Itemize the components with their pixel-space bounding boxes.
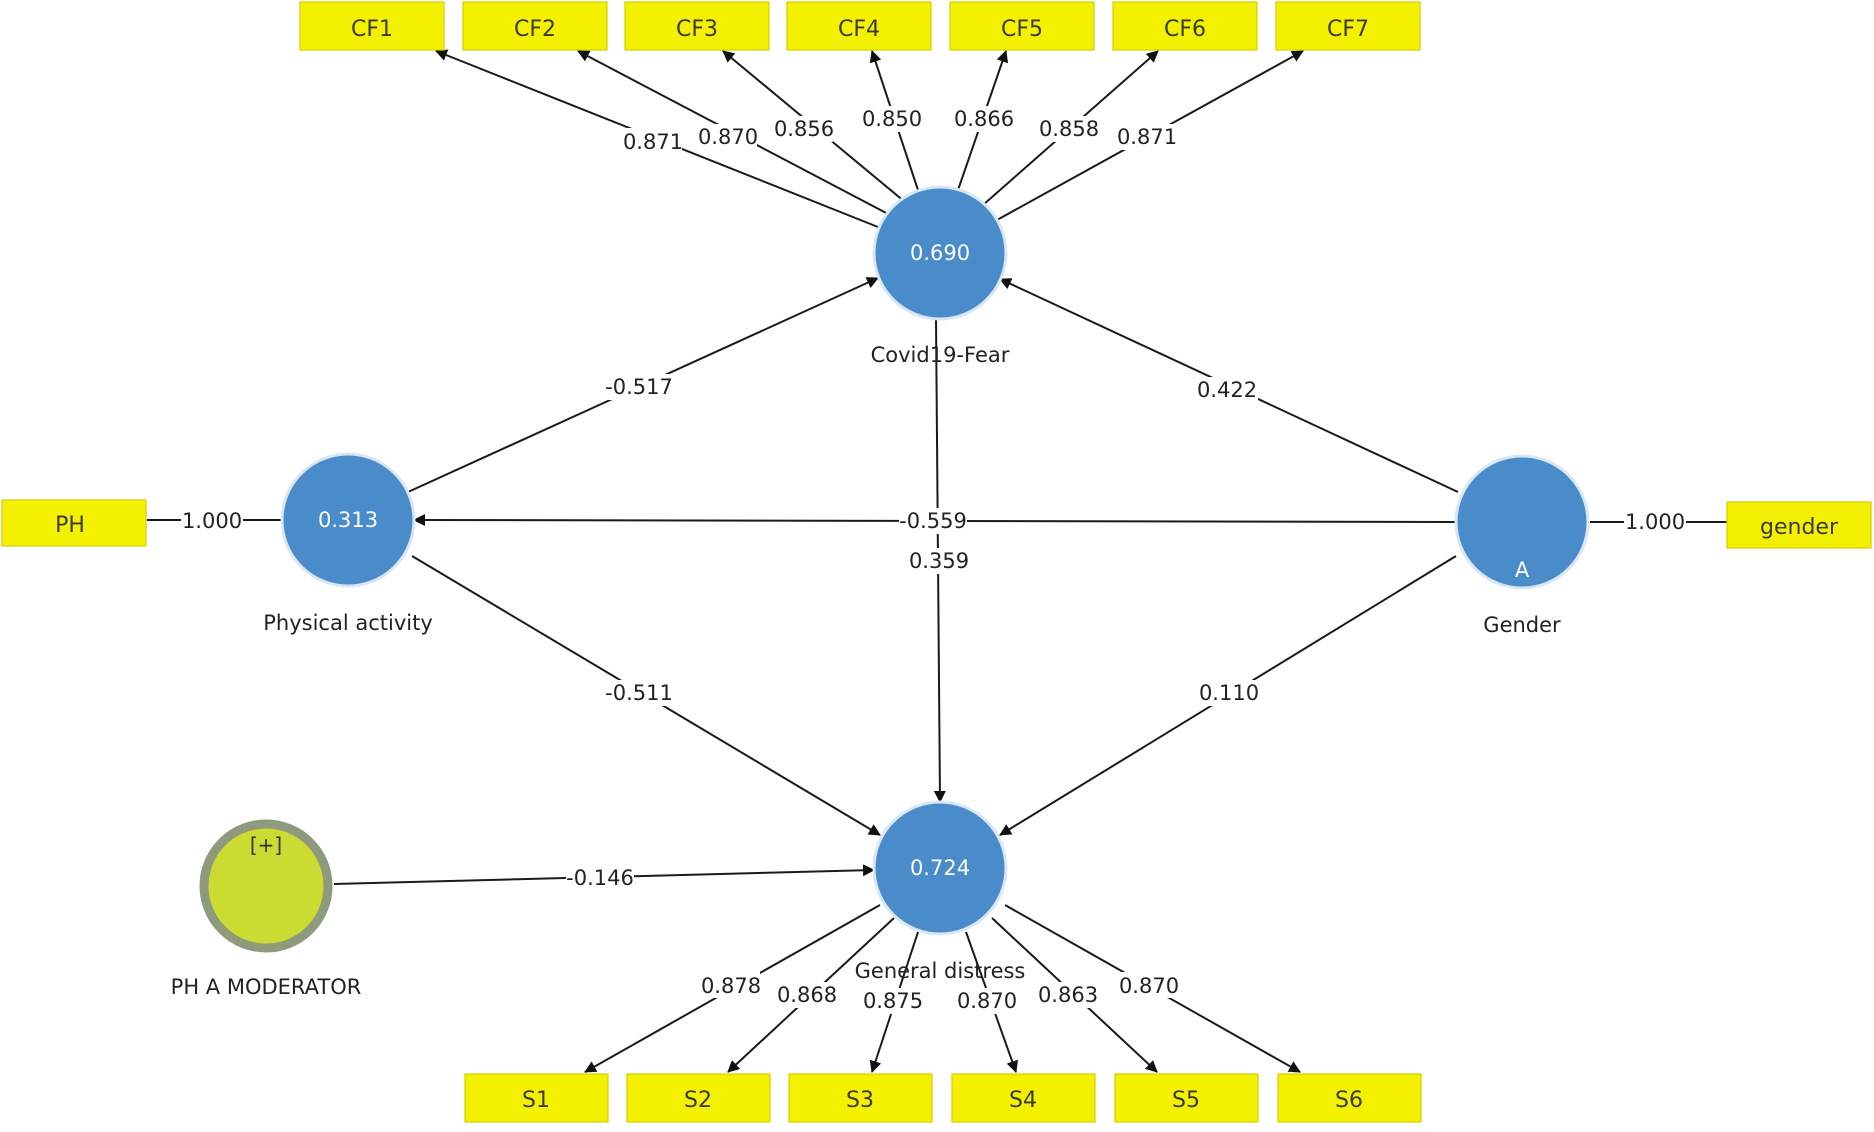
loading-label-s2: 0.868: [777, 983, 837, 1007]
indicator-s5[interactable]: S5: [1114, 1073, 1259, 1123]
construct-gender[interactable]: A Gender: [1454, 454, 1590, 637]
covid19-fear-label: Covid19-Fear: [871, 343, 1010, 367]
loading-label-cf7: 0.871: [1117, 125, 1177, 149]
loading-label-s3: 0.875: [863, 989, 923, 1013]
physical-activity-label: Physical activity: [263, 611, 433, 635]
indicator-cf4-label: CF4: [838, 17, 880, 42]
physical-activity-r2-value: 0.313: [318, 508, 378, 532]
loading-label-s1: 0.878: [701, 974, 761, 998]
indicator-gender[interactable]: gender: [1726, 501, 1872, 549]
indicator-cf1[interactable]: CF1: [299, 1, 445, 51]
general-distress-label: General distress: [855, 959, 1026, 983]
indicator-cf7-label: CF7: [1327, 17, 1369, 42]
loading-label-gender: 1.000: [1625, 510, 1685, 534]
fear-loading-labels: 0.871 0.870 0.856 0.850 0.866 0.858 0.87…: [623, 106, 1177, 154]
loading-label-cf1: 0.871: [623, 130, 683, 154]
loading-label-s4: 0.870: [957, 989, 1017, 1013]
indicator-ph[interactable]: PH: [1, 499, 147, 547]
structural-path-edges: [333, 277, 1459, 885]
path-label-fear-to-distress: 0.359: [909, 549, 969, 573]
loading-label-cf5: 0.866: [954, 107, 1014, 131]
indicator-s6-label: S6: [1335, 1088, 1363, 1113]
indicator-s2-label: S2: [684, 1088, 712, 1113]
path-coefficient-labels: -0.517 0.422 -0.559 0.359 -0.511 0.110 -…: [181, 374, 1686, 891]
loading-label-ph: 1.000: [182, 509, 242, 533]
indicator-cf4[interactable]: CF4: [786, 1, 932, 51]
indicator-s1-label: S1: [522, 1088, 550, 1113]
indicator-cf2-label: CF2: [514, 17, 556, 42]
loading-label-cf6: 0.858: [1039, 117, 1099, 141]
moderator-expand-tag[interactable]: [+]: [250, 833, 282, 857]
construct-covid19-fear[interactable]: 0.690 Covid19-Fear: [871, 185, 1010, 367]
indicator-cf1-label: CF1: [351, 17, 393, 42]
indicator-s5-label: S5: [1172, 1088, 1200, 1113]
path-label-gender-to-distress: 0.110: [1199, 681, 1259, 705]
indicator-s2[interactable]: S2: [626, 1073, 771, 1123]
loading-label-cf3: 0.856: [774, 117, 834, 141]
indicator-cf6-label: CF6: [1164, 17, 1206, 42]
loading-label-s6: 0.870: [1119, 974, 1179, 998]
indicator-s3-label: S3: [846, 1088, 874, 1113]
indicator-ph-label: PH: [55, 513, 85, 538]
moderator-label: PH A MODERATOR: [171, 975, 362, 999]
construct-physical-activity[interactable]: 0.313 Physical activity: [263, 452, 433, 635]
path-label-physical-to-distress: -0.511: [605, 681, 673, 705]
indicator-cf5[interactable]: CF5: [949, 1, 1095, 51]
construct-general-distress[interactable]: 0.724 General distress: [855, 800, 1026, 983]
path-label-gender-to-physical: -0.559: [899, 509, 967, 533]
indicator-s6[interactable]: S6: [1277, 1073, 1422, 1123]
gender-marker: A: [1515, 558, 1530, 582]
loading-label-s5: 0.863: [1038, 983, 1098, 1007]
path-label-physical-to-fear: -0.517: [605, 375, 673, 399]
indicator-cf2[interactable]: CF2: [462, 1, 608, 51]
cf-indicator-boxes: CF1 CF2 CF3 CF4 CF5 CF6 CF7: [299, 1, 1421, 51]
gender-label: Gender: [1483, 613, 1561, 637]
indicator-cf6[interactable]: CF6: [1112, 1, 1258, 51]
indicator-s4-label: S4: [1009, 1088, 1037, 1113]
s-indicator-boxes: S1 S2 S3 S4 S5 S6: [464, 1073, 1422, 1123]
indicator-s3[interactable]: S3: [788, 1073, 933, 1123]
indicator-cf3[interactable]: CF3: [624, 1, 770, 51]
general-distress-r2-value: 0.724: [910, 856, 970, 880]
loading-label-cf4: 0.850: [862, 107, 922, 131]
indicator-s1[interactable]: S1: [464, 1073, 609, 1123]
loading-label-cf2: 0.870: [698, 125, 758, 149]
indicator-gender-label: gender: [1760, 515, 1839, 540]
indicator-cf3-label: CF3: [676, 17, 718, 42]
indicator-cf7[interactable]: CF7: [1275, 1, 1421, 51]
indicator-s4[interactable]: S4: [951, 1073, 1096, 1123]
distress-loading-labels: 0.878 0.868 0.875 0.870 0.863 0.870: [701, 972, 1179, 1014]
path-label-gender-to-fear: 0.422: [1197, 378, 1257, 402]
covid19-fear-r2-value: 0.690: [910, 241, 970, 265]
path-label-moderator-to-distress: -0.146: [566, 866, 634, 890]
indicator-cf5-label: CF5: [1001, 17, 1043, 42]
construct-ph-a-moderator[interactable]: [+] PH A MODERATOR: [171, 819, 362, 999]
